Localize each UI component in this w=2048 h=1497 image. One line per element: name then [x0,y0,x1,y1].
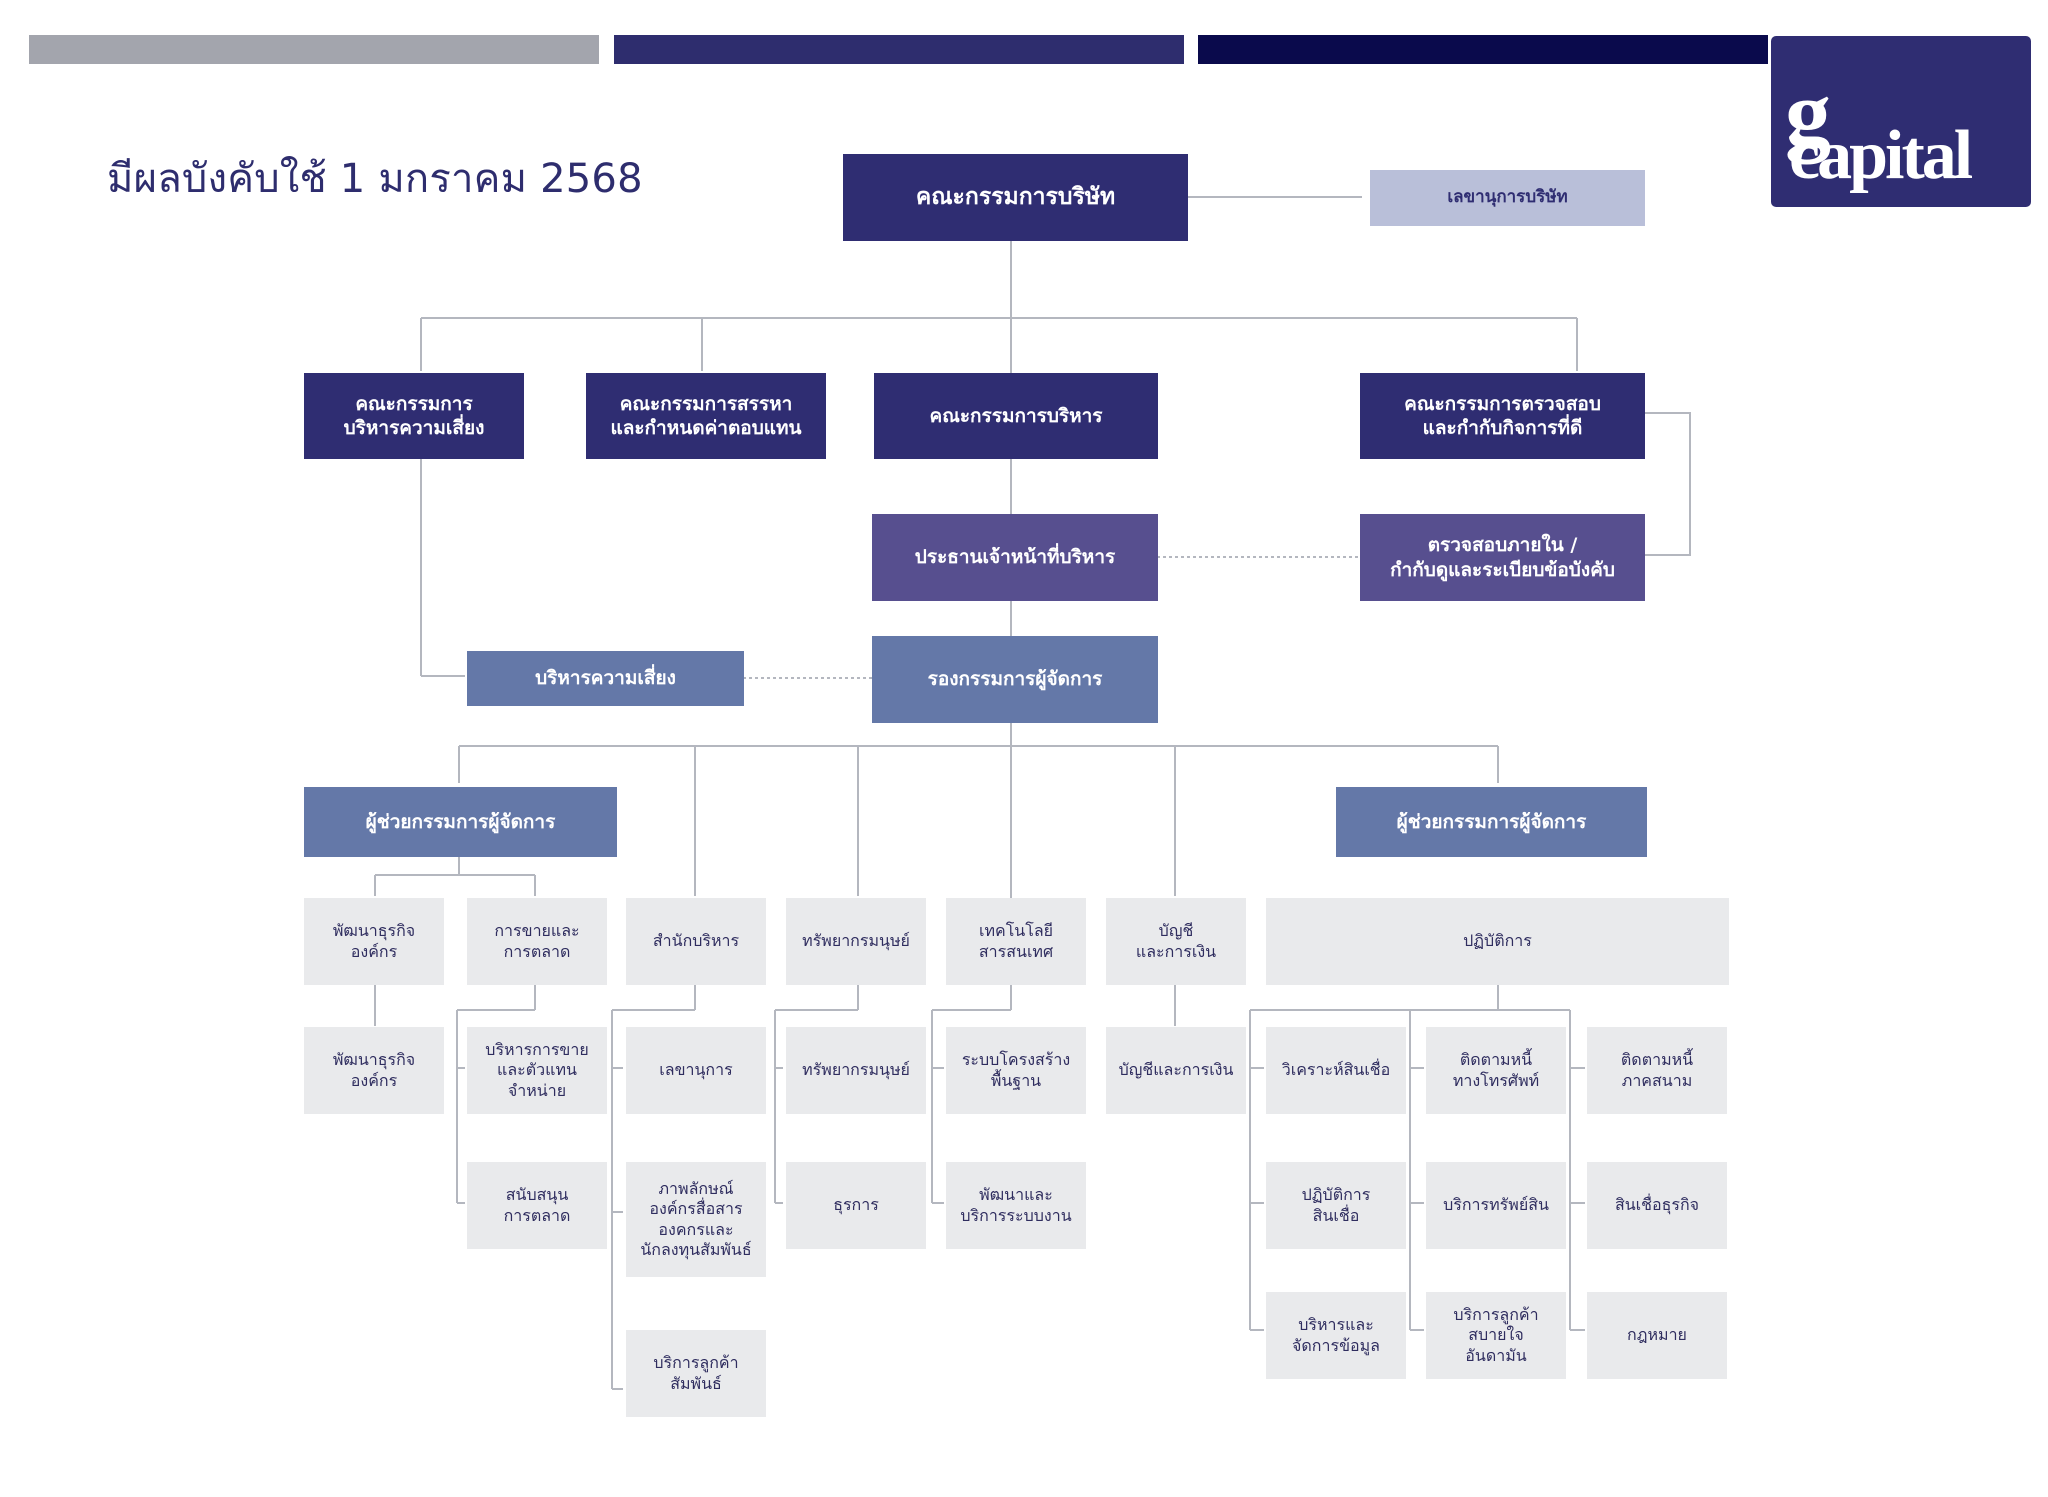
nomination-committee-label: คณะกรรมการสรรหา และกำหนดค่าตอบแทน [610,392,802,439]
unit-field-collection: ติดตามหนี้ ภาคสนาม [1587,1027,1727,1114]
unit-accounting-finance-label: บัญชีและการเงิน [1118,1060,1234,1080]
top-bar-navy [614,35,1184,64]
unit-infrastructure-label: ระบบโครงสร้าง พื้นฐาน [961,1050,1071,1090]
ceo-label: ประธานเจ้าหน้าที่บริหาร [914,546,1116,569]
unit-phone-collection-label: ติดตามหนี้ ทางโทรศัพท์ [1452,1050,1540,1090]
dept-information-technology-label: เทคโนโลยี สารสนเทศ [978,921,1054,961]
unit-marketing-support: สนับสนุน การตลาด [467,1162,607,1249]
assistant-md-left: ผู้ช่วยกรรมการผู้จัดการ [304,787,617,857]
unit-human-resources: ทรัพยากรมนุษย์ [786,1027,926,1114]
unit-general-affairs-label: ธุรการ [833,1195,879,1215]
dept-operations: ปฏิบัติการ [1266,898,1729,985]
unit-business-credit-label: สินเชื่อธุรกิจ [1614,1195,1700,1215]
unit-customer-service: บริการลูกค้า สบายใจ อันดามัน [1426,1292,1566,1379]
unit-system-development: พัฒนาและ บริการระบบงาน [946,1162,1086,1249]
audit-committee: คณะกรรมการตรวจสอบ และกำกับกิจการที่ดี [1360,373,1645,459]
dept-human-resources: ทรัพยากรมนุษย์ [786,898,926,985]
unit-credit-operations: ปฏิบัติการ สินเชื่อ [1266,1162,1406,1249]
unit-sales-agent-management: บริหารการขาย และตัวแทน จำหน่าย [467,1027,607,1114]
dept-information-technology: เทคโนโลยี สารสนเทศ [946,898,1086,985]
unit-legal-label: กฎหมาย [1627,1325,1687,1345]
deputy-managing-director: รองกรรมการผู้จัดการ [872,636,1158,723]
dept-human-resources-label: ทรัพยากรมนุษย์ [802,931,910,951]
unit-system-development-label: พัฒนาและ บริการระบบงาน [960,1185,1072,1225]
unit-customer-relations: บริการลูกค้า สัมพันธ์ [626,1330,766,1417]
company-secretary: เลขานุการบริษัท [1370,170,1645,226]
executive-committee: คณะกรรมการบริหาร [874,373,1158,459]
unit-phone-collection: ติดตามหนี้ ทางโทรศัพท์ [1426,1027,1566,1114]
deputy-md-label: รองกรรมการผู้จัดการ [927,668,1103,691]
unit-data-management: บริหารและ จัดการข้อมูล [1266,1292,1406,1379]
gcapital-logo: g capital [1771,36,2031,207]
unit-sales-agent-management-label: บริหารการขาย และตัวแทน จำหน่าย [485,1039,589,1100]
unit-secretary-label: เลขานุการ [659,1060,733,1080]
unit-field-collection-label: ติดตามหนี้ ภาคสนาม [1620,1050,1694,1090]
unit-accounting-finance: บัญชีและการเงิน [1106,1027,1246,1114]
dept-business-development: พัฒนาธุรกิจ องค์กร [304,898,444,985]
top-bar-gray [29,35,599,64]
dept-sales-marketing-label: การขายและ การตลาด [494,921,580,961]
assistant-md-right: ผู้ช่วยกรรมการผู้จัดการ [1336,787,1647,857]
assistant-md-left-label: ผู้ช่วยกรรมการผู้จัดการ [365,810,556,833]
unit-general-affairs: ธุรการ [786,1162,926,1249]
unit-business-credit: สินเชื่อธุรกิจ [1587,1162,1727,1249]
unit-legal: กฎหมาย [1587,1292,1727,1379]
executive-committee-label: คณะกรรมการบริหาร [929,404,1103,427]
unit-marketing-support-label: สนับสนุน การตลาด [503,1185,571,1225]
top-bar-dark [1198,35,1768,64]
effective-date: มีผลบังคับใช้ 1 มกราคม 2568 [107,156,643,202]
unit-credit-operations-label: ปฏิบัติการ สินเชื่อ [1301,1185,1371,1225]
internal-audit: ตรวจสอบภายใน / กำกับดูและระเบียบข้อบังคั… [1360,514,1645,601]
unit-asset-services: บริการทรัพย์สิน [1426,1162,1566,1249]
unit-asset-services-label: บริการทรัพย์สิน [1443,1195,1549,1215]
unit-corporate-image: ภาพลักษณ์ องค์กรสื่อสาร องคกรและ นักลงทุ… [626,1162,766,1277]
board-label: คณะกรรมการบริษัท [915,183,1116,210]
audit-committee-label: คณะกรรมการตรวจสอบ และกำกับกิจการที่ดี [1404,392,1601,439]
company-secretary-label: เลขานุการบริษัท [1447,187,1568,208]
dept-admin-office-label: สำนักบริหาร [652,931,740,951]
dept-operations-label: ปฏิบัติการ [1463,931,1532,951]
unit-human-resources-label: ทรัพยากรมนุษย์ [802,1060,910,1080]
ceo: ประธานเจ้าหน้าที่บริหาร [872,514,1158,601]
assistant-md-right-label: ผู้ช่วยกรรมการผู้จัดการ [1396,810,1587,833]
unit-business-development-label: พัฒนาธุรกิจ องค์กร [332,1050,416,1090]
unit-business-development: พัฒนาธุรกิจ องค์กร [304,1027,444,1114]
risk-management: บริหารความเสี่ยง [467,651,744,706]
unit-corporate-image-label: ภาพลักษณ์ องค์กรสื่อสาร องคกรและ นักลงทุ… [640,1178,752,1259]
nomination-committee: คณะกรรมการสรรหา และกำหนดค่าตอบแทน [586,373,826,459]
svg-text:capital: capital [1789,117,1973,194]
svg-text:g: g [1785,62,1831,164]
unit-secretary: เลขานุการ [626,1027,766,1114]
unit-customer-relations-label: บริการลูกค้า สัมพันธ์ [653,1353,739,1393]
dept-business-development-label: พัฒนาธุรกิจ องค์กร [332,921,416,961]
dept-accounting-finance-label: บัญชี และการเงิน [1135,921,1217,961]
risk-committee: คณะกรรมการ บริหารความเสี่ยง [304,373,524,459]
unit-credit-analysis-label: วิเคราะห์สินเชื่อ [1281,1060,1391,1080]
risk-committee-label: คณะกรรมการ บริหารความเสี่ยง [343,392,485,439]
unit-data-management-label: บริหารและ จัดการข้อมูล [1292,1315,1380,1355]
risk-management-label: บริหารความเสี่ยง [535,667,676,690]
internal-audit-label: ตรวจสอบภายใน / กำกับดูและระเบียบข้อบังคั… [1390,534,1615,581]
board-of-directors: คณะกรรมการบริษัท [843,154,1188,241]
unit-credit-analysis: วิเคราะห์สินเชื่อ [1266,1027,1406,1114]
unit-customer-service-label: บริการลูกค้า สบายใจ อันดามัน [1453,1304,1539,1365]
dept-sales-marketing: การขายและ การตลาด [467,898,607,985]
dept-admin-office: สำนักบริหาร [626,898,766,985]
dept-accounting-finance: บัญชี และการเงิน [1106,898,1246,985]
unit-infrastructure: ระบบโครงสร้าง พื้นฐาน [946,1027,1086,1114]
